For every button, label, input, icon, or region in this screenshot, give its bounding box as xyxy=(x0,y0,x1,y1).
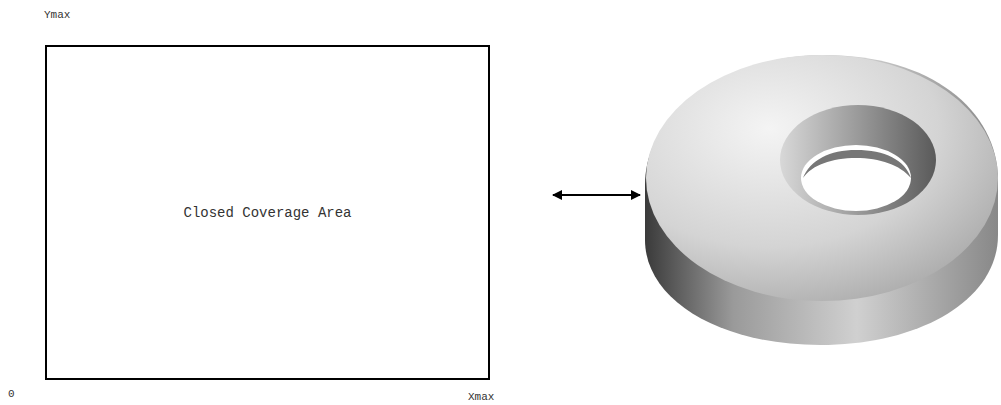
coverage-area-box: Closed Coverage Area xyxy=(45,45,490,380)
area-text: Closed Coverage Area xyxy=(183,205,351,221)
axis-label: Xmax xyxy=(468,391,494,403)
axis-label: Ymax xyxy=(44,9,70,21)
torus-picture xyxy=(645,55,998,345)
double-arrow xyxy=(553,194,640,196)
axis-label: 0 xyxy=(8,388,15,400)
